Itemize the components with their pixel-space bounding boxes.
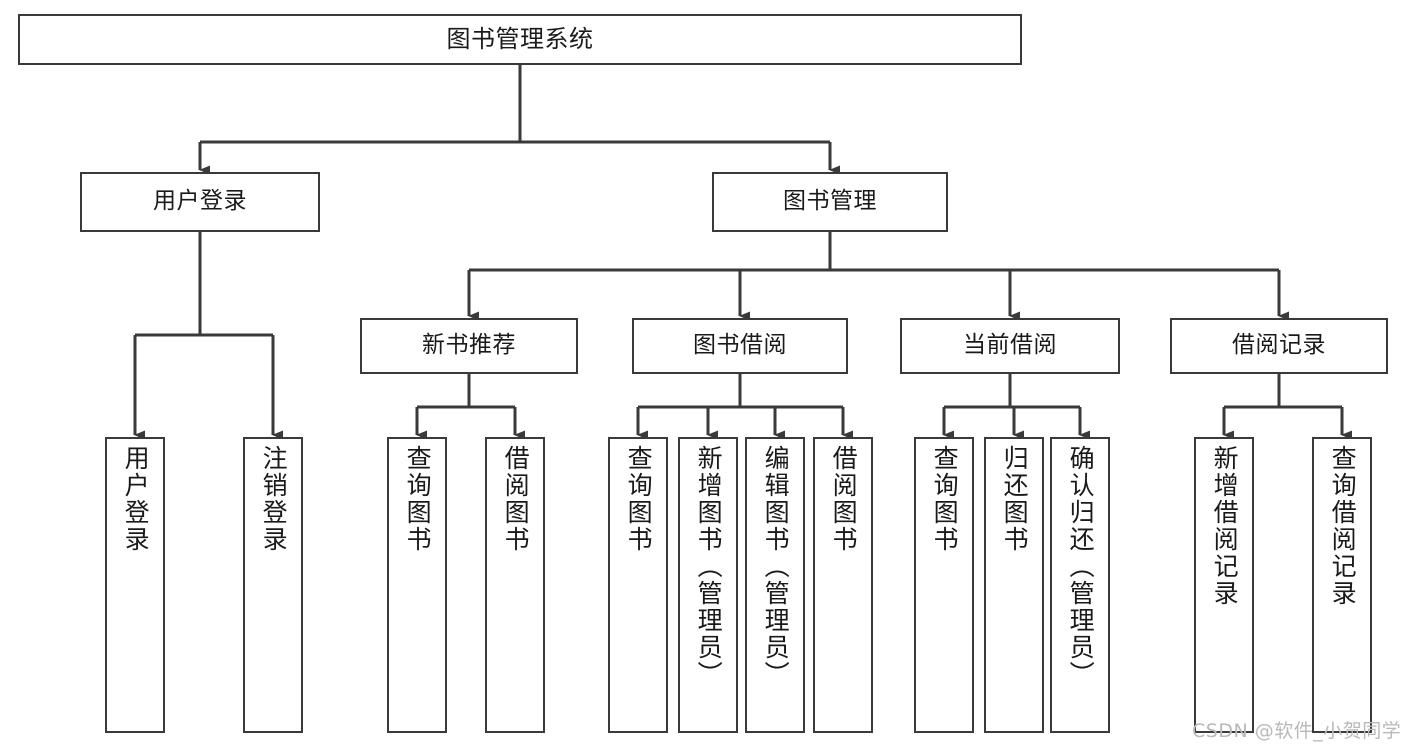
leaf-confirm-return-admin-label: 确认归还（管理员） (1066, 445, 1096, 688)
leaf-query-borrow-record-label: 查询借阅记录 (1328, 445, 1358, 607)
leaf-add-borrow-record[interactable]: 新增借阅记录 (1194, 437, 1254, 733)
leaf-add-book-admin-label: 新增图书（管理员） (694, 445, 724, 688)
leaf-query-borrow-record[interactable]: 查询借阅记录 (1312, 437, 1372, 733)
leaf-query-book-recommend-label: 查询图书 (403, 445, 433, 553)
node-book-manage-label: 图书管理 (783, 188, 877, 215)
node-book-manage[interactable]: 图书管理 (712, 172, 948, 232)
node-new-book-recommend-label: 新书推荐 (422, 332, 516, 359)
leaf-add-book-admin[interactable]: 新增图书（管理员） (678, 437, 738, 733)
leaf-borrow-book-recommend-label: 借阅图书 (501, 445, 531, 553)
leaf-return-book-label: 归还图书 (1000, 445, 1030, 553)
leaf-user-login-label: 用户登录 (121, 445, 151, 553)
node-user-login[interactable]: 用户登录 (80, 172, 320, 232)
leaf-confirm-return-admin[interactable]: 确认归还（管理员） (1050, 437, 1110, 733)
leaf-query-book-borrow-label: 查询图书 (624, 445, 654, 553)
node-current-borrow-label: 当前借阅 (963, 332, 1057, 359)
node-book-borrow[interactable]: 图书借阅 (632, 318, 848, 374)
leaf-user-logout[interactable]: 注销登录 (243, 437, 303, 733)
leaf-user-login[interactable]: 用户登录 (105, 437, 165, 733)
node-borrow-record-label: 借阅记录 (1232, 332, 1326, 359)
node-root[interactable]: 图书管理系统 (18, 14, 1022, 65)
leaf-query-book-current-label: 查询图书 (930, 445, 960, 553)
node-new-book-recommend[interactable]: 新书推荐 (360, 318, 578, 374)
leaf-borrow-book[interactable]: 借阅图书 (813, 437, 873, 733)
node-current-borrow[interactable]: 当前借阅 (900, 318, 1120, 374)
leaf-edit-book-admin[interactable]: 编辑图书（管理员） (745, 437, 805, 733)
leaf-user-logout-label: 注销登录 (259, 445, 289, 553)
leaf-borrow-book-recommend[interactable]: 借阅图书 (485, 437, 545, 733)
leaf-add-borrow-record-label: 新增借阅记录 (1210, 445, 1240, 607)
leaf-query-book-recommend[interactable]: 查询图书 (387, 437, 447, 733)
node-book-borrow-label: 图书借阅 (693, 332, 787, 359)
leaf-edit-book-admin-label: 编辑图书（管理员） (761, 445, 791, 688)
leaf-query-book-current[interactable]: 查询图书 (914, 437, 974, 733)
leaf-borrow-book-label: 借阅图书 (829, 445, 859, 553)
leaf-return-book[interactable]: 归还图书 (984, 437, 1044, 733)
watermark: CSDN @软件_小贺同学 (1192, 720, 1402, 742)
leaf-query-book-borrow[interactable]: 查询图书 (608, 437, 668, 733)
node-user-login-label: 用户登录 (153, 188, 247, 215)
node-borrow-record[interactable]: 借阅记录 (1170, 318, 1388, 374)
node-root-label: 图书管理系统 (446, 25, 594, 54)
